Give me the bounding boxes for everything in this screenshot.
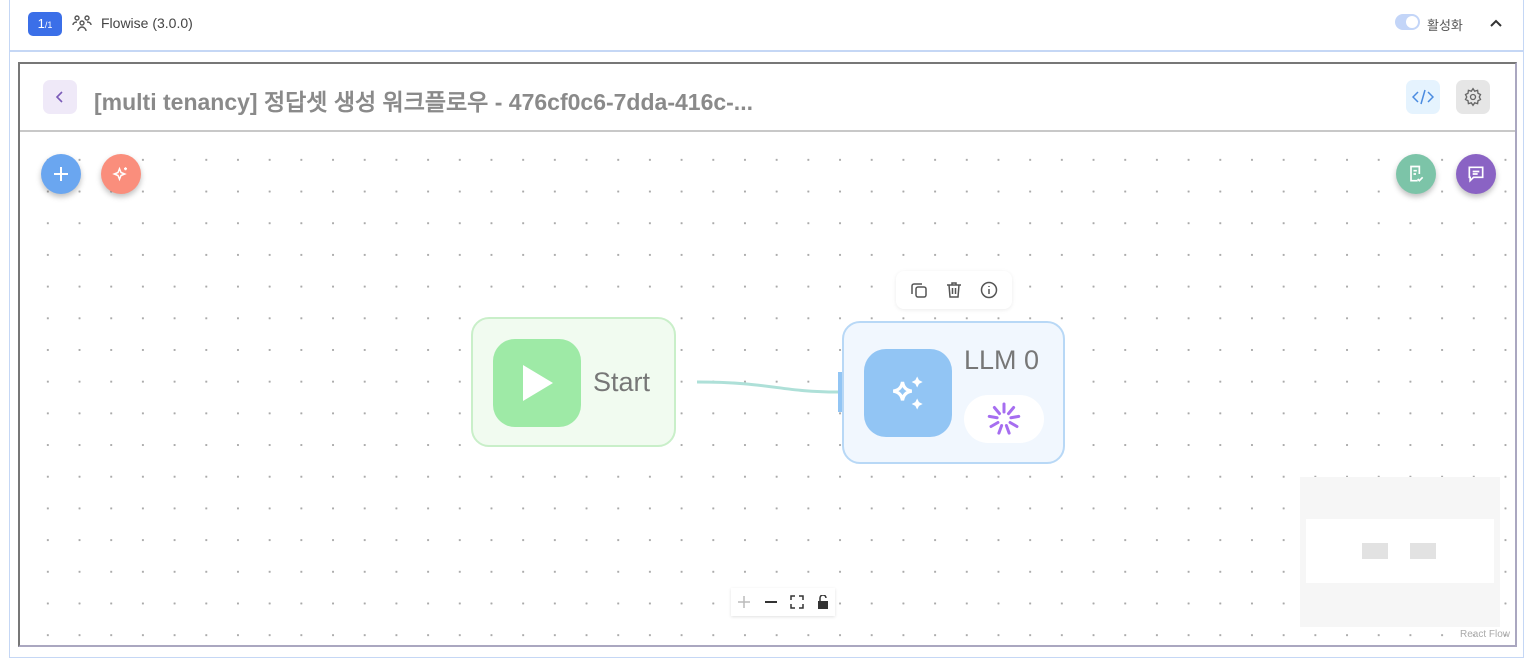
zoom-in-icon[interactable] [737, 595, 751, 609]
info-icon[interactable] [980, 281, 998, 299]
minimap[interactable] [1300, 477, 1500, 627]
copy-icon[interactable] [910, 281, 928, 299]
start-node-label: Start [593, 367, 651, 397]
minimap-node [1410, 543, 1436, 559]
react-flow-attribution[interactable]: React Flow [1460, 629, 1511, 640]
add-node-button[interactable] [41, 154, 81, 194]
api-code-button[interactable] [1406, 80, 1440, 114]
badge-sub: /1 [44, 20, 53, 30]
version-badge: 1/1 [28, 12, 62, 36]
sparkles-icon [864, 349, 952, 437]
message-icon [1468, 166, 1484, 183]
chevron-up-icon[interactable] [1489, 16, 1503, 30]
badge-main: 1 [37, 16, 45, 31]
node-toolbar [896, 271, 1012, 309]
edge [696, 380, 839, 394]
flow-editor: [multi tenancy] 정답셋 생성 워크플로우 - 476cf0c6-… [18, 62, 1517, 647]
code-icon [1412, 89, 1434, 105]
ai-generate-button[interactable] [101, 154, 141, 194]
minimap-viewport [1306, 519, 1494, 583]
play-icon [493, 339, 581, 427]
settings-button[interactable] [1456, 80, 1490, 114]
zoom-out-icon[interactable] [764, 595, 778, 609]
validate-button[interactable] [1396, 154, 1436, 194]
trash-icon[interactable] [945, 281, 963, 299]
toggle-label: 활성화 [1427, 18, 1463, 33]
sparkles-icon [112, 166, 127, 182]
plus-icon [54, 167, 68, 181]
lock-icon[interactable] [817, 595, 829, 609]
back-button[interactable] [43, 80, 77, 114]
chat-button[interactable] [1456, 154, 1496, 194]
card-header: 1/1 Flowise (3.0.0) 활성화 [10, 0, 1523, 52]
flow-title: [multi tenancy] 정답셋 생성 워크플로우 - 476cf0c6-… [94, 89, 753, 115]
users-icon [72, 15, 92, 32]
start-node[interactable]: Start [471, 317, 676, 447]
app-name: Flowise (3.0.0) [101, 15, 193, 31]
chevron-left-icon [55, 91, 63, 103]
gear-icon [1464, 87, 1482, 107]
fit-view-icon[interactable] [790, 595, 804, 609]
flow-canvas[interactable]: Start LLM 0 React Flow [20, 132, 1515, 645]
editor-titlebar: [multi tenancy] 정답셋 생성 워크플로우 - 476cf0c6-… [20, 64, 1515, 132]
checklist-icon [1410, 165, 1424, 182]
llm-node[interactable]: LLM 0 [842, 321, 1065, 464]
minimap-node [1362, 543, 1388, 559]
llm-node-label: LLM 0 [964, 345, 1040, 375]
model-provider-icon [964, 395, 1044, 443]
active-toggle[interactable] [1395, 14, 1420, 30]
canvas-controls [731, 588, 835, 616]
